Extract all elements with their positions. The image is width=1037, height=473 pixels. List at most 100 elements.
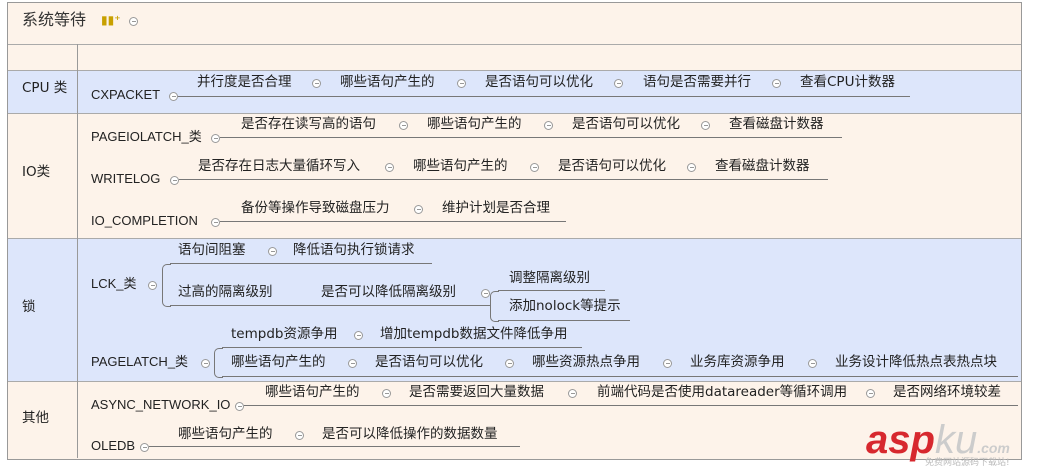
topic-node[interactable]: 过高的隔离级别 [178, 284, 273, 300]
wait-type-node[interactable]: OLEDB [91, 438, 136, 453]
wait-type-node[interactable]: LCK_类 [91, 276, 137, 291]
topic-node[interactable]: 是否可以降低操作的数据数量 [322, 426, 498, 442]
category-label: 其他 [22, 410, 49, 426]
topic-node[interactable]: 是否可以降低隔离级别 [321, 284, 456, 300]
topic-node[interactable]: 哪些语句产生的 [340, 74, 435, 90]
connector-line [220, 221, 566, 222]
collapse-toggle-icon[interactable] [140, 443, 149, 452]
topic-node[interactable]: 哪些语句产生的 [231, 354, 326, 370]
collapse-toggle-icon[interactable] [211, 134, 220, 143]
branch-bracket [162, 264, 171, 307]
connector-line [179, 179, 828, 180]
collapse-toggle-icon[interactable] [772, 79, 781, 88]
topic-node[interactable]: 哪些语句产生的 [265, 384, 360, 400]
wait-type-node[interactable]: PAGELATCH_类 [91, 354, 189, 369]
bar-chart-star-icon: ▮▮⁺ [101, 13, 121, 27]
collapse-toggle-icon[interactable] [235, 402, 244, 411]
collapse-toggle-icon[interactable] [481, 289, 490, 298]
topic-node[interactable]: 添加nolock等提示 [509, 298, 621, 314]
collapse-toggle-icon[interactable] [457, 79, 466, 88]
topic-node[interactable]: 查看磁盘计数器 [715, 158, 810, 174]
collapse-toggle-icon[interactable] [568, 389, 577, 398]
connector-line [149, 446, 520, 447]
collapse-toggle-icon[interactable] [211, 218, 220, 227]
category-label: 锁 [22, 299, 36, 315]
collapse-toggle-icon[interactable] [530, 163, 539, 172]
topic-node[interactable]: 是否存在读写高的语句 [241, 116, 376, 132]
topic-node[interactable]: 是否存在日志大量循环写入 [198, 158, 360, 174]
collapse-toggle-icon[interactable] [385, 163, 394, 172]
row-lock [8, 238, 1021, 382]
watermark-slogan: 免费网站源码下载站! [925, 458, 1010, 468]
collapse-toggle-icon[interactable] [268, 247, 277, 256]
topic-node[interactable]: 语句间阻塞 [178, 242, 246, 258]
collapse-toggle-icon[interactable] [170, 176, 179, 185]
topic-node[interactable]: 增加tempdb数据文件降低争用 [380, 326, 568, 342]
collapse-toggle-icon[interactable] [808, 359, 817, 368]
topic-node[interactable]: 并行度是否合理 [197, 74, 292, 90]
topic-node[interactable]: 哪些资源热点争用 [532, 354, 640, 370]
topic-node[interactable]: 降低语句执行锁请求 [293, 242, 415, 258]
topic-node[interactable]: 语句是否需要并行 [643, 74, 751, 90]
connector-line [220, 137, 842, 138]
collapse-toggle-icon[interactable] [129, 17, 138, 26]
collapse-toggle-icon[interactable] [614, 79, 623, 88]
topic-node[interactable]: 哪些语句产生的 [413, 158, 508, 174]
topic-node[interactable]: tempdb资源争用 [231, 326, 338, 342]
topic-node[interactable]: 前端代码是否使用datareader等循环调用 [597, 384, 848, 400]
header-divider [8, 44, 1021, 45]
branch-bracket [214, 348, 223, 378]
topic-node[interactable]: 哪些语句产生的 [178, 426, 273, 442]
topic-node[interactable]: 维护计划是否合理 [442, 200, 550, 216]
collapse-toggle-icon[interactable] [169, 92, 178, 101]
topic-node[interactable]: 业务库资源争用 [690, 354, 785, 370]
topic-node[interactable]: 是否语句可以优化 [375, 354, 483, 370]
topic-node[interactable]: 是否语句可以优化 [485, 74, 593, 90]
collapse-toggle-icon[interactable] [414, 205, 423, 214]
collapse-toggle-icon[interactable] [687, 163, 696, 172]
topic-node[interactable]: 是否网络环境较差 [893, 384, 1001, 400]
collapse-toggle-icon[interactable] [701, 121, 710, 130]
collapse-toggle-icon[interactable] [505, 359, 514, 368]
topic-node[interactable]: 查看CPU计数器 [800, 74, 895, 90]
connector-line [222, 376, 1018, 377]
connector-line [170, 305, 490, 306]
connector-line [170, 263, 432, 264]
collapse-toggle-icon[interactable] [312, 79, 321, 88]
collapse-toggle-icon[interactable] [399, 121, 408, 130]
collapse-toggle-icon[interactable] [663, 359, 672, 368]
topic-node[interactable]: 是否需要返回大量数据 [409, 384, 544, 400]
topic-node[interactable]: 是否语句可以优化 [558, 158, 666, 174]
collapse-toggle-icon[interactable] [544, 121, 553, 130]
collapse-toggle-icon[interactable] [354, 331, 363, 340]
connector-line [498, 320, 630, 321]
topic-node[interactable]: 业务设计降低热点表热点块 [835, 354, 997, 370]
collapse-toggle-icon[interactable] [295, 431, 304, 440]
wait-type-node[interactable]: IO_COMPLETION [91, 213, 198, 228]
row-cpu [8, 70, 1021, 114]
root-topic-title[interactable]: 系统等待 [22, 10, 87, 29]
connector-line [178, 96, 910, 97]
topic-node[interactable]: 哪些语句产生的 [427, 116, 522, 132]
column-divider [77, 44, 78, 458]
category-label: CPU 类 [22, 80, 68, 96]
category-label: IO类 [22, 164, 51, 180]
wait-type-node[interactable]: PAGEIOLATCH_类 [91, 129, 202, 144]
collapse-toggle-icon[interactable] [348, 359, 357, 368]
connector-line [498, 290, 605, 291]
watermark-logo: aspku.com [866, 418, 1010, 462]
topic-node[interactable]: 调整隔离级别 [509, 270, 590, 286]
branch-bracket [490, 291, 499, 322]
collapse-toggle-icon[interactable] [201, 359, 210, 368]
connector-line [244, 405, 1018, 406]
topic-node[interactable]: 备份等操作导致磁盘压力 [241, 200, 390, 216]
wait-type-node[interactable]: ASYNC_NETWORK_IO [91, 397, 231, 412]
topic-node[interactable]: 是否语句可以优化 [572, 116, 680, 132]
topic-node[interactable]: 查看磁盘计数器 [729, 116, 824, 132]
connector-line [222, 347, 582, 348]
collapse-toggle-icon[interactable] [866, 389, 875, 398]
collapse-toggle-icon[interactable] [382, 389, 391, 398]
wait-type-node[interactable]: WRITELOG [91, 171, 161, 186]
wait-type-node[interactable]: CXPACKET [91, 87, 161, 102]
collapse-toggle-icon[interactable] [148, 281, 157, 290]
